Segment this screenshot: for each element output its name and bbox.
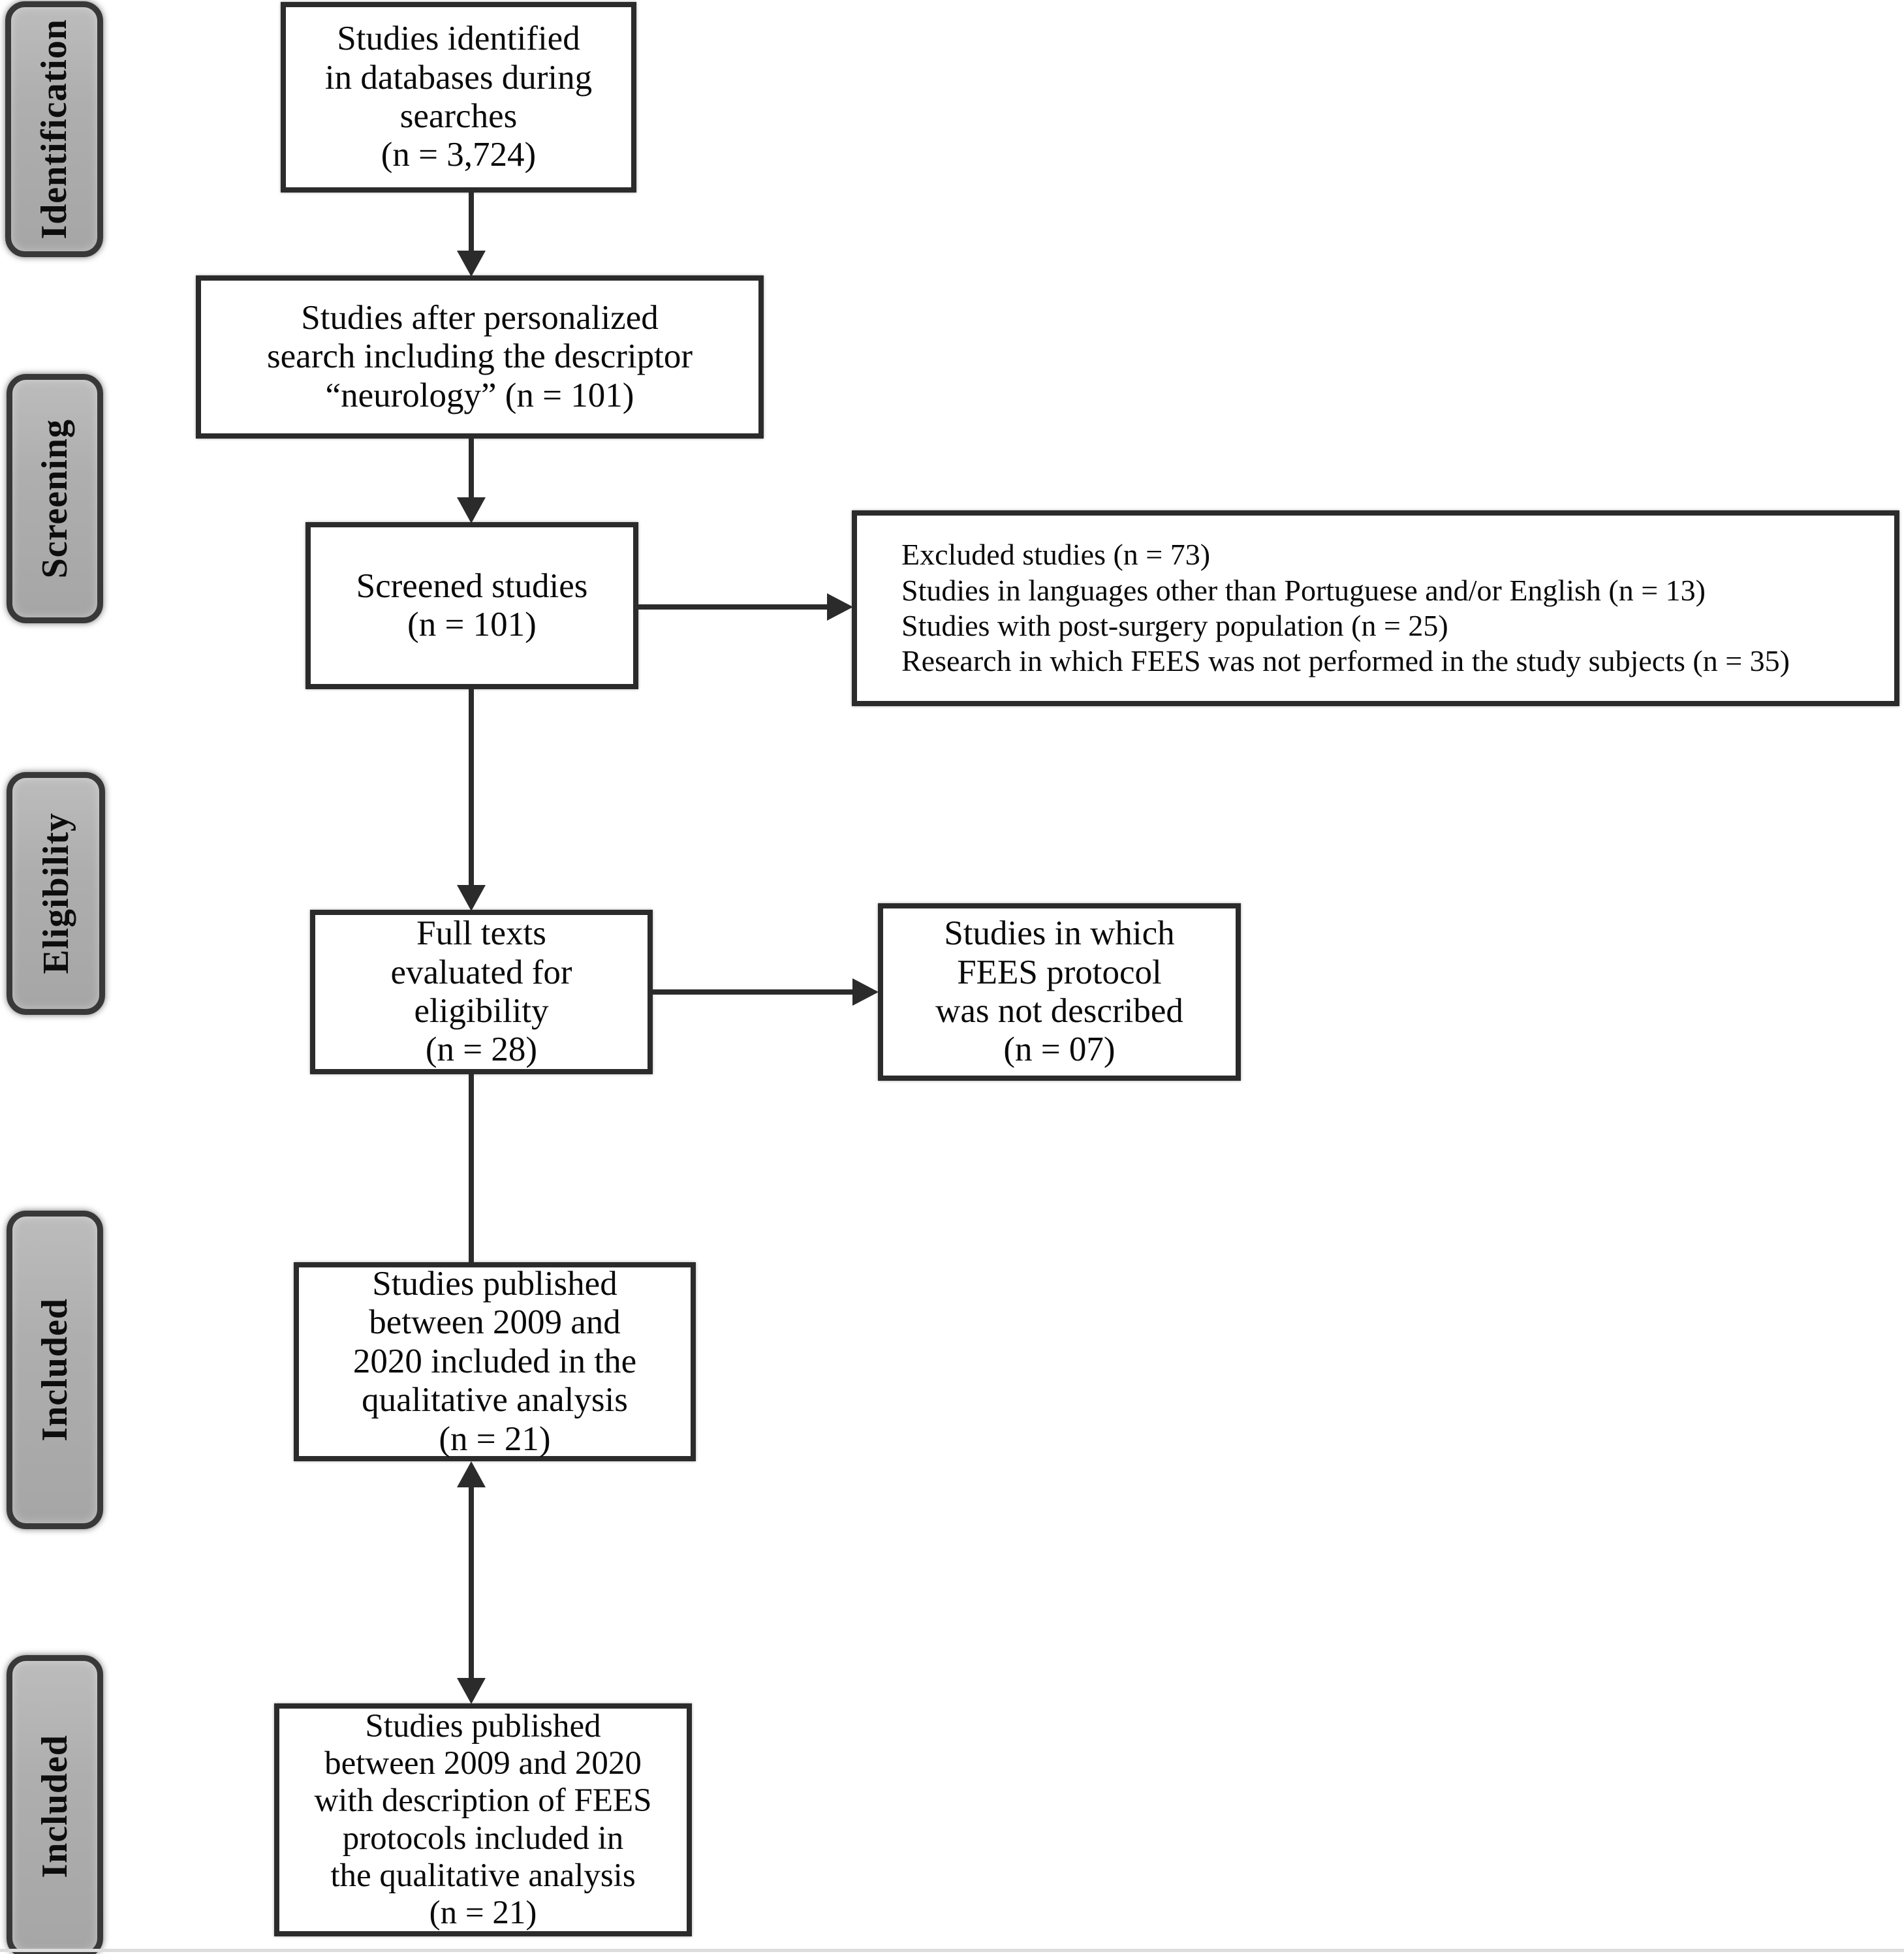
box-studies-identified-text: Studies identified in databases during s… — [324, 20, 593, 174]
box-qualitative-analysis-text: Studies published between 2009 and 2020 … — [352, 1265, 637, 1458]
connector-line — [651, 989, 855, 995]
box-fees-not-described: Studies in which FEES protocol was not d… — [878, 903, 1241, 1081]
stage-included-1: Included — [7, 1211, 103, 1529]
box-screened-studies: Screened studies (n = 101) — [305, 522, 638, 689]
box-fees-protocols-included-text: Studies published between 2009 and 2020 … — [314, 1708, 652, 1931]
box-fees-protocols-included: Studies published between 2009 and 2020 … — [274, 1703, 692, 1936]
stage-screening: Screening — [7, 374, 103, 623]
box-personalized-search-text: Studies after personalized search includ… — [267, 298, 693, 414]
stage-eligibility-label: Eligibility — [35, 813, 76, 974]
box-personalized-search: Studies after personalized search includ… — [196, 275, 764, 439]
excluded-line-1: Excluded studies (n = 73) — [901, 538, 1211, 572]
box-excluded-studies: Excluded studies (n = 73) Studies in lan… — [852, 510, 1899, 706]
connector-line — [469, 191, 474, 254]
arrow-down-icon — [457, 497, 486, 523]
box-qualitative-analysis: Studies published between 2009 and 2020 … — [294, 1262, 696, 1461]
arrow-right-icon — [827, 593, 853, 621]
excluded-line-2: Studies in languages other than Portugue… — [901, 573, 1706, 607]
box-screened-studies-text: Screened studies (n = 101) — [356, 566, 588, 644]
stage-identification-label: Identification — [34, 19, 74, 240]
box-excluded-studies-text: Excluded studies (n = 73) Studies in lan… — [857, 537, 1803, 679]
box-fulltext-eligibility-text: Full texts evaluated for eligibility (n … — [390, 914, 572, 1069]
box-studies-identified: Studies identified in databases during s… — [281, 2, 636, 193]
stage-included-2: Included — [7, 1655, 103, 1954]
stage-included-2-label: Included — [35, 1735, 75, 1878]
box-fees-not-described-text: Studies in which FEES protocol was not d… — [935, 914, 1183, 1069]
connector-line — [469, 688, 474, 887]
stage-eligibility: Eligibility — [7, 772, 105, 1015]
excluded-line-4: Research in which FEES was not performed… — [901, 644, 1790, 678]
arrow-down-icon — [457, 1678, 486, 1704]
box-fulltext-eligibility: Full texts evaluated for eligibility (n … — [310, 910, 653, 1074]
connector-line — [637, 604, 829, 610]
stage-identification: Identification — [5, 1, 103, 257]
stage-screening-label: Screening — [35, 418, 75, 579]
arrow-down-icon — [457, 885, 486, 911]
excluded-line-3: Studies with post-surgery population (n … — [901, 609, 1448, 642]
connector-line — [469, 1073, 474, 1264]
connector-line — [469, 437, 474, 499]
arrow-up-icon — [457, 1461, 486, 1487]
arrow-right-icon — [852, 978, 879, 1006]
connector-line — [469, 1484, 474, 1681]
stage-included-1-label: Included — [35, 1298, 75, 1442]
bottom-divider — [0, 1949, 1904, 1952]
arrow-down-icon — [457, 251, 486, 277]
